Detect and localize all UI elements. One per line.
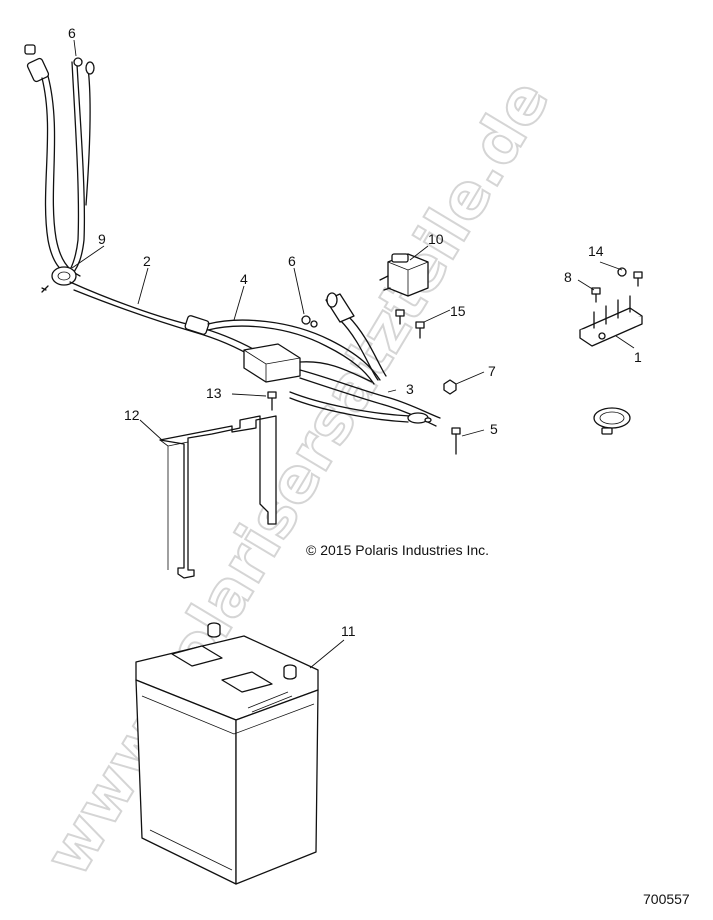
callout-labels: 6 9 2 4 6 10 14 8 15 1 7 3 13 12 5 11 — [68, 25, 642, 639]
callout-3: 3 — [406, 381, 414, 397]
callout-14: 14 — [588, 243, 604, 259]
callout-13: 13 — [206, 385, 222, 401]
callout-9: 9 — [98, 231, 106, 247]
copyright-text: © 2015 Polaris Industries Inc. — [306, 542, 489, 558]
callout-8: 8 — [564, 269, 572, 285]
battery — [135, 622, 319, 885]
drawing-number: 700557 — [643, 891, 690, 907]
terminal-block — [579, 295, 643, 347]
hose-clamp — [593, 407, 631, 435]
callout-12: 12 — [124, 407, 140, 423]
callout-6-top: 6 — [68, 25, 76, 41]
leader-lines — [71, 39, 635, 669]
fasteners — [73, 57, 643, 455]
wire-harness — [24, 44, 441, 427]
callout-4: 4 — [240, 271, 248, 287]
callout-2: 2 — [143, 253, 151, 269]
callout-15: 15 — [450, 303, 466, 319]
callout-6-middle: 6 — [288, 253, 296, 269]
callout-11: 11 — [341, 623, 356, 639]
relay-part — [379, 253, 429, 297]
callout-10: 10 — [428, 231, 444, 247]
callout-5: 5 — [490, 421, 498, 437]
callout-1: 1 — [634, 349, 642, 365]
battery-bracket — [159, 415, 277, 579]
callout-7: 7 — [488, 363, 496, 379]
